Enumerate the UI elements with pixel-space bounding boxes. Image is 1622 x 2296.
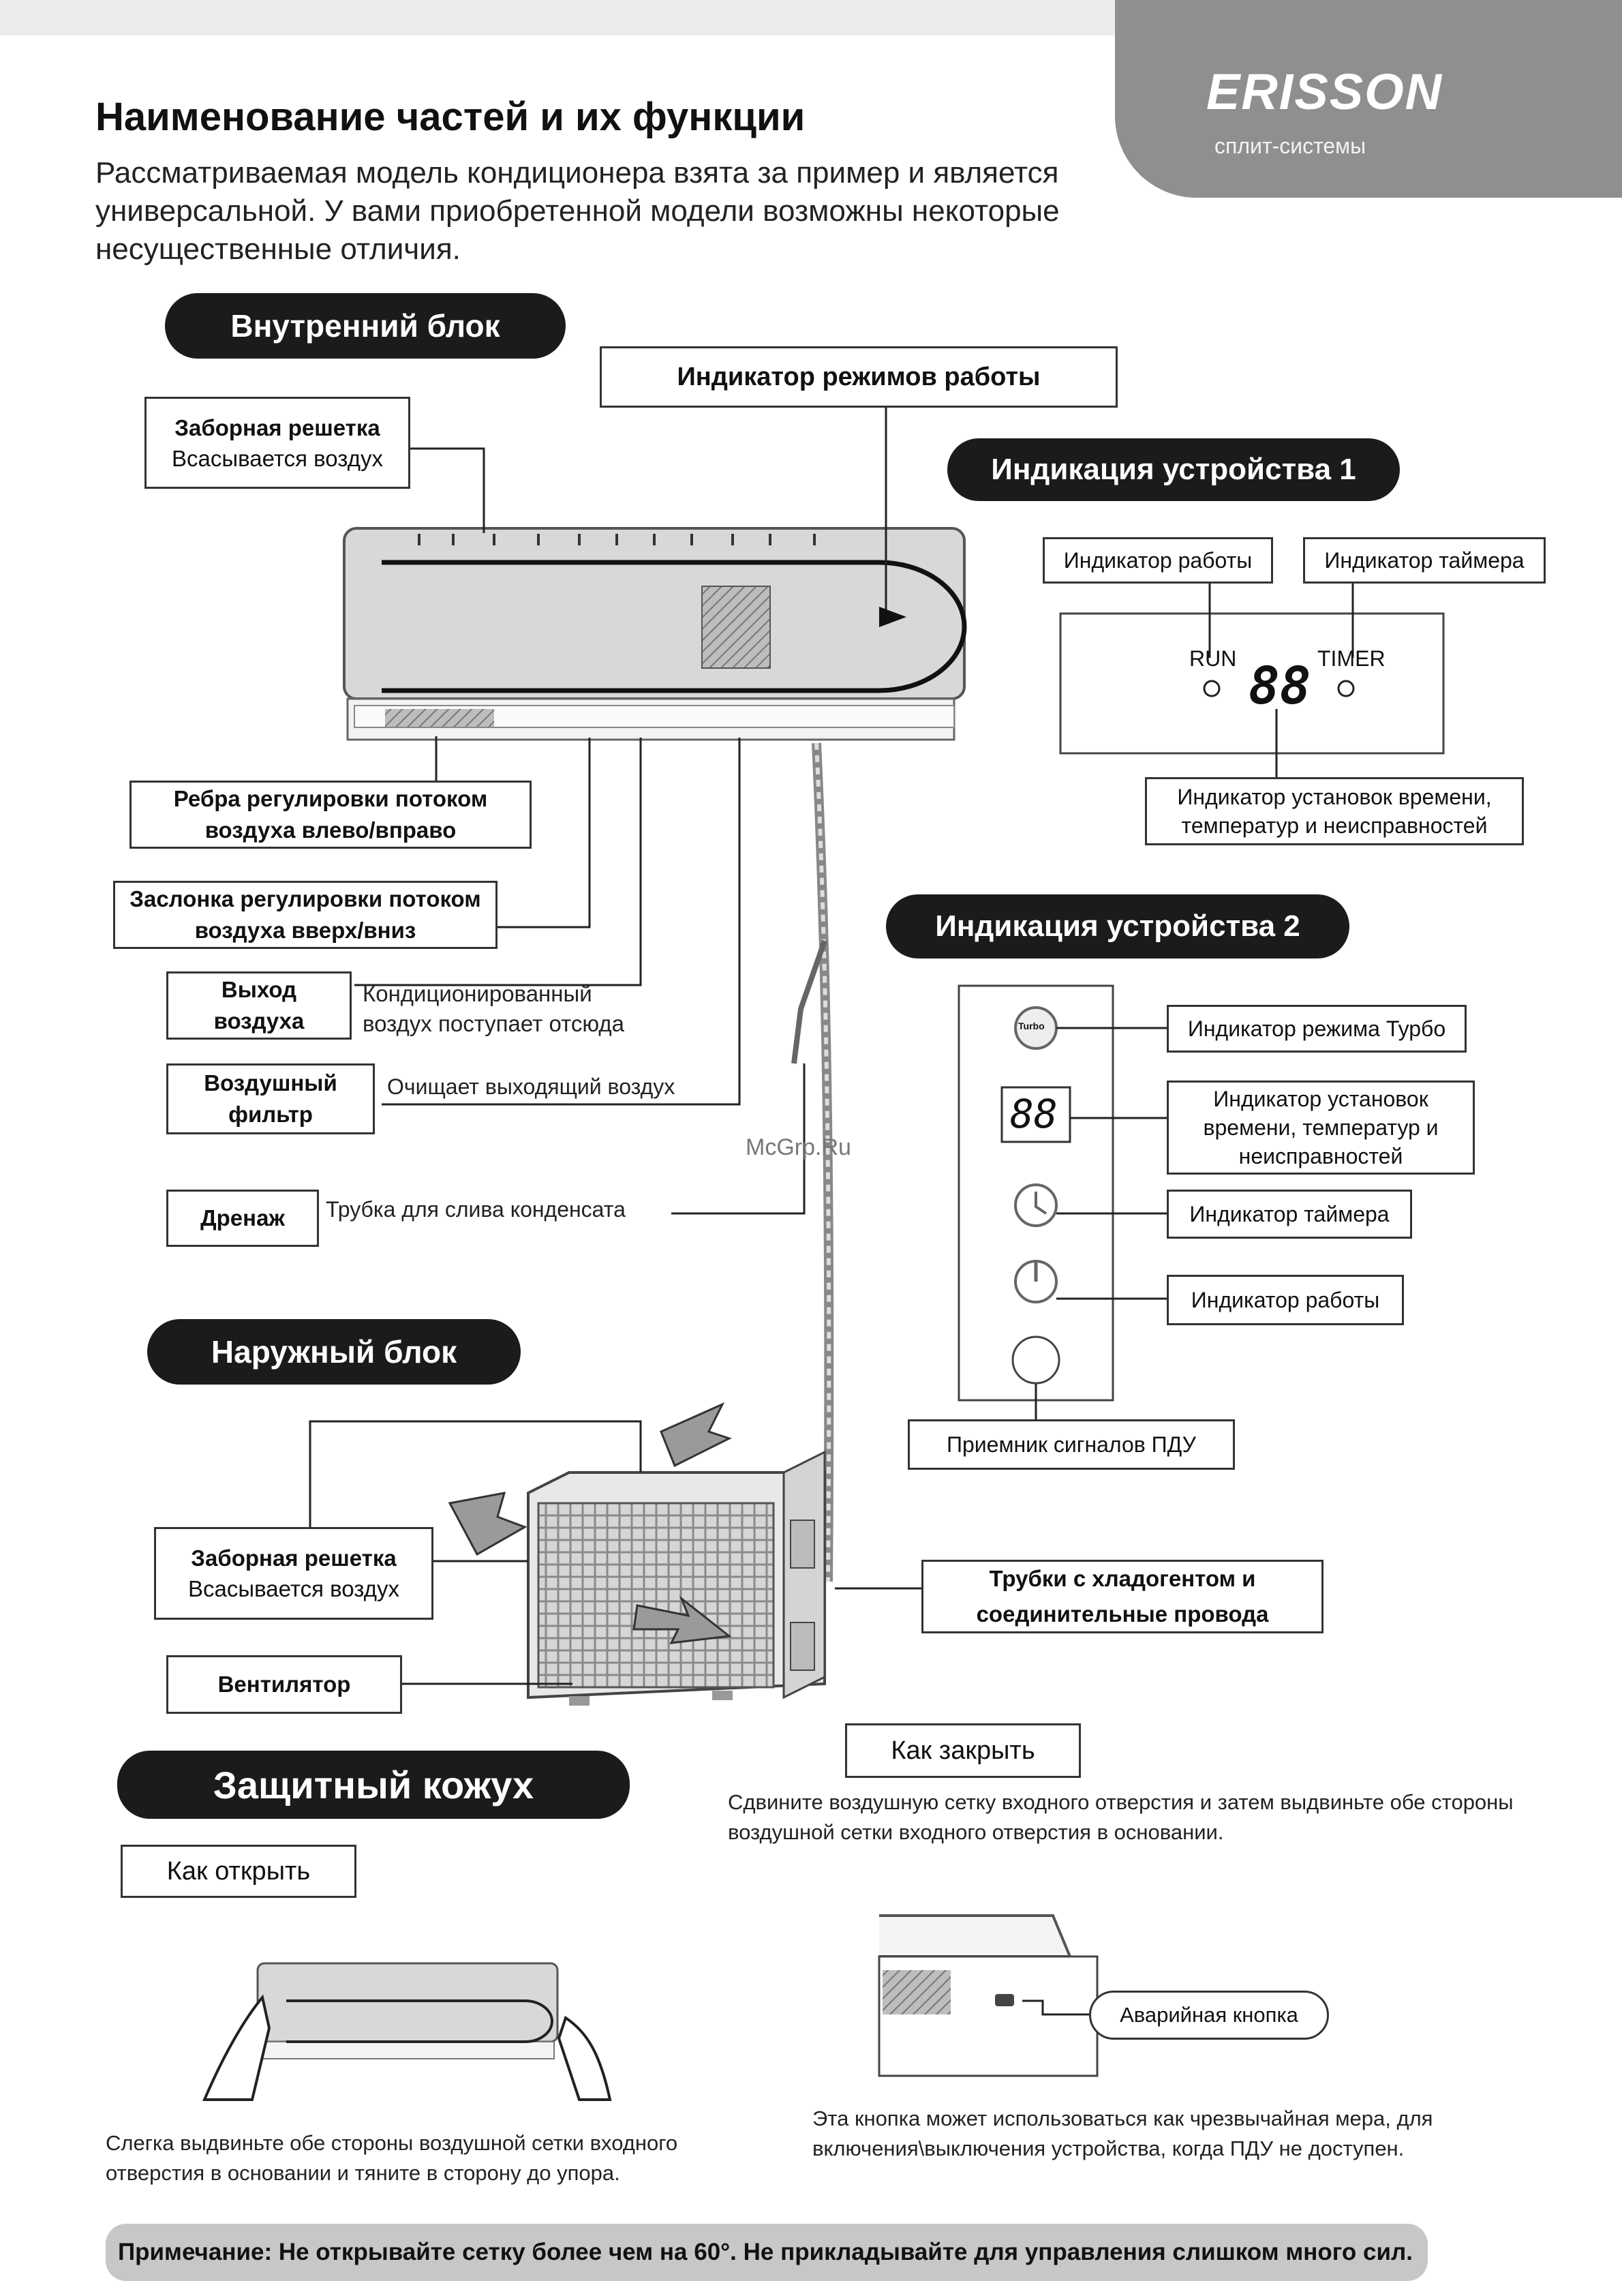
emergency-text: Эта кнопка может использоваться как чрез…	[812, 2106, 1433, 2160]
cover-close-text: Сдвините воздушную сетку входного отверс…	[728, 1790, 1514, 1844]
cover-open-label: Как открыть	[121, 1845, 356, 1898]
outdoor-intake-grille-desc: Всасывается воздух	[188, 1576, 399, 1601]
air-outlet-title: Выход воздуха	[166, 971, 352, 1040]
display2-panel	[958, 984, 1167, 1419]
air-filter-desc: Очищает выходящий воздух	[387, 1074, 675, 1099]
display2-digits: 88	[1010, 1091, 1058, 1137]
intake-grille-title: Заборная решетка	[174, 414, 380, 440]
outdoor-unit-drawing	[448, 1402, 826, 1706]
display1-timer-label: Индикатор таймера	[1303, 537, 1546, 584]
cover-open-text: Слегка выдвиньте обе стороны воздушной с…	[106, 2131, 678, 2185]
mode-indicator-label: Индикатор режимов работы	[600, 346, 1118, 408]
display1-run-text: RUN	[1189, 646, 1237, 671]
display2-turbo-label: Индикатор режима Турбо	[1167, 1005, 1467, 1053]
arrow-icon	[879, 607, 906, 627]
intro-text: Рассматриваемая модель кондиционера взят…	[95, 156, 1060, 266]
brand-logo: ERISSON	[1206, 63, 1443, 120]
cover-open-drawing	[202, 1962, 612, 2101]
lr-louvers-label: Ребра регулировки потоком воздуха влево/…	[129, 781, 532, 849]
display2-run-label: Индикатор работы	[1167, 1275, 1404, 1325]
display2-timer-label: Индикатор таймера	[1167, 1190, 1412, 1239]
ud-flap-label: Заслонка регулировки потоком воздуха вве…	[113, 881, 498, 949]
display1-panel	[1059, 583, 1445, 777]
emergency-button-drawing	[878, 1914, 1099, 2077]
brand-subtitle: сплит-системы	[1214, 134, 1366, 158]
display1-run-label: Индикатор работы	[1043, 537, 1273, 584]
cover-heading: Защитный кожух	[117, 1751, 630, 1819]
pipes-label: Трубки с хладогентом и соединительные пр…	[921, 1560, 1323, 1633]
drain-desc: Трубка для слива конденсата	[326, 1197, 626, 1222]
refrigerant-pipe-drawing	[791, 742, 834, 1582]
display2-heading: Индикация устройства 2	[886, 894, 1349, 958]
top-bar	[0, 0, 1118, 35]
air-filter-title: Воздушный фильтр	[166, 1063, 375, 1134]
outdoor-intake-grille-title: Заборная решетка	[191, 1545, 397, 1571]
indoor-unit-heading: Внутренний блок	[165, 293, 566, 359]
emergency-button-label: Аварийная кнопка	[1089, 1991, 1329, 2040]
page-title: Наименование частей и их функции	[95, 95, 806, 139]
drain-title: Дренаж	[166, 1190, 319, 1247]
brand-tab	[1115, 0, 1622, 198]
outdoor-unit-heading: Наружный блок	[147, 1319, 521, 1385]
display1-timer-text: TIMER	[1317, 646, 1386, 671]
display1-heading: Индикация устройства 1	[947, 438, 1400, 501]
note-bar: Примечание: Не открывайте сетку более че…	[106, 2224, 1428, 2281]
outdoor-leader-lines	[309, 1420, 921, 1685]
indoor-leader-lines	[354, 408, 887, 1215]
display1-info-label: Индикатор установок времени, температур …	[1145, 777, 1524, 845]
intake-grille-desc: Всасывается воздух	[172, 445, 383, 471]
display2-info-label: Индикатор установок времени, температур …	[1167, 1081, 1475, 1175]
fan-label: Вентилятор	[166, 1655, 402, 1714]
outdoor-intake-grille-label: Заборная решетка Всасывается воздух	[154, 1527, 433, 1620]
display1-digits: 88	[1249, 655, 1311, 716]
intake-grille-label: Заборная решетка Всасывается воздух	[144, 397, 410, 489]
turbo-icon: Turbo	[1018, 1021, 1045, 1031]
display2-receiver-label: Приемник сигналов ПДУ	[908, 1419, 1235, 1470]
cover-close-label: Как закрыть	[845, 1723, 1081, 1778]
air-outlet-desc: Кондиционированный воздух поступает отсю…	[363, 981, 624, 1036]
indoor-unit-drawing	[343, 527, 967, 741]
watermark: McGrp.Ru	[746, 1134, 851, 1160]
